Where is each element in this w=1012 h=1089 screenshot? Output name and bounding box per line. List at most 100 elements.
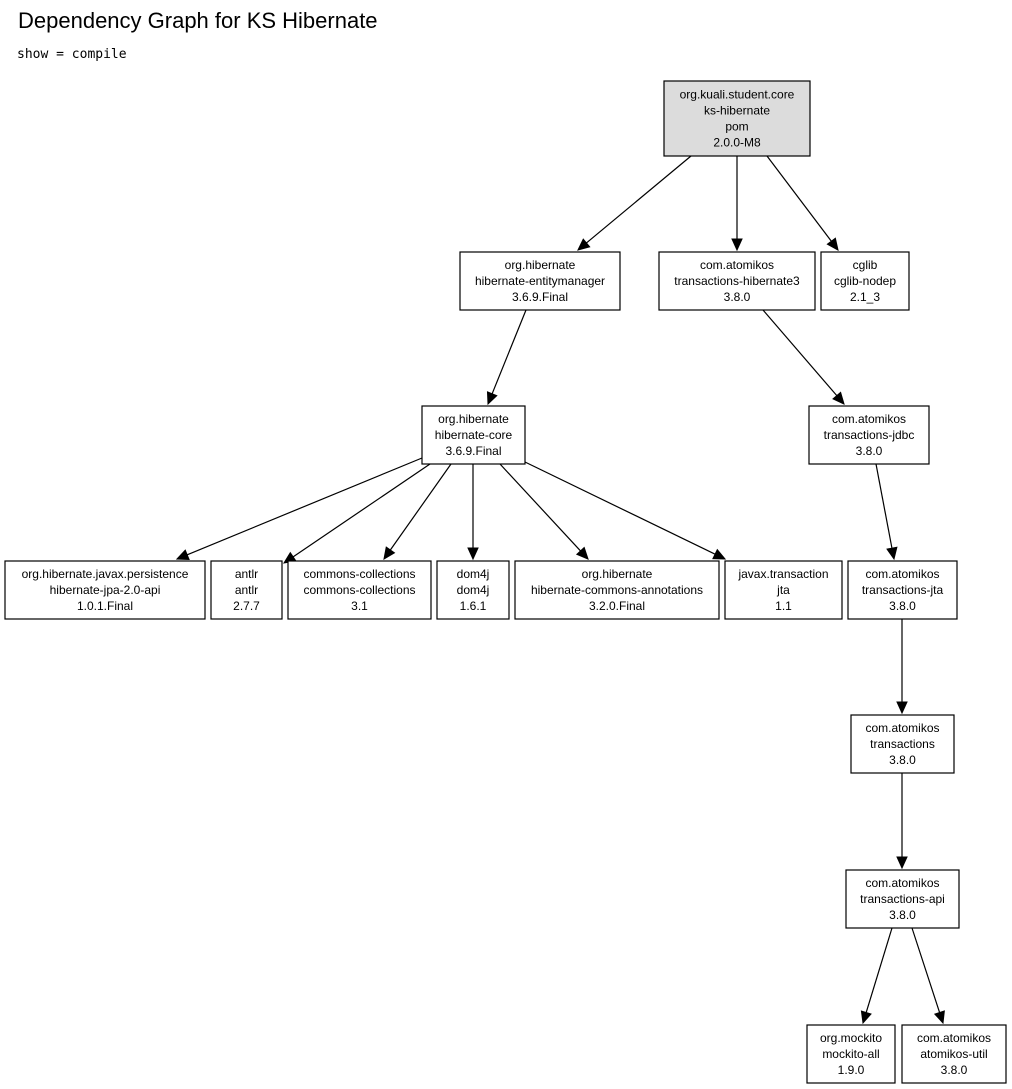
arrowhead-icon xyxy=(896,701,908,715)
edge-hcore-dom4j xyxy=(467,464,479,561)
node-label-line: 3.6.9.Final xyxy=(445,444,501,458)
node-box xyxy=(287,560,432,620)
edge-hcore-jpa xyxy=(175,457,423,560)
node-label-line: dom4j xyxy=(457,583,490,597)
node-box xyxy=(806,1024,896,1084)
node-label-line: commons-collections xyxy=(303,583,415,597)
arrowhead-icon xyxy=(933,1010,945,1025)
node-label-line: cglib xyxy=(853,258,878,272)
edge-line xyxy=(762,309,838,397)
arrowhead-icon xyxy=(467,547,479,561)
node-label-line: mockito-all xyxy=(822,1047,879,1061)
edge-line xyxy=(865,927,893,1013)
node-layer: org.kuali.student.coreks-hibernatepom2.0… xyxy=(4,80,1007,1084)
node-label-line: 3.8.0 xyxy=(724,290,751,304)
node-label-line: 2.0.0-M8 xyxy=(713,136,761,150)
edge-tjta-tx xyxy=(896,619,908,715)
edge-root-hem xyxy=(577,155,692,251)
node-box xyxy=(820,251,910,311)
edge-line xyxy=(499,463,581,552)
node-root: org.kuali.student.coreks-hibernatepom2.0… xyxy=(663,80,811,157)
node-label-line: com.atomikos xyxy=(700,258,774,272)
node-label-line: cglib-nodep xyxy=(834,274,896,288)
node-label-line: 3.8.0 xyxy=(856,444,883,458)
arrowhead-icon xyxy=(175,549,190,560)
arrowhead-icon xyxy=(731,238,743,252)
edge-tapi-mockito xyxy=(860,927,893,1025)
arrowhead-icon xyxy=(712,548,727,560)
node-label-line: atomikos-util xyxy=(920,1047,987,1061)
node-label-line: 1.1 xyxy=(775,599,792,613)
arrowhead-icon xyxy=(486,391,498,406)
node-cc: commons-collectionscommons-collections3.… xyxy=(287,560,432,620)
node-box xyxy=(658,251,816,311)
edge-tapi-autil xyxy=(911,927,945,1025)
arrowhead-icon xyxy=(860,1010,872,1025)
edge-hcore-antlr xyxy=(282,463,431,564)
node-mockito: org.mockito mockito-all 1.9.0 xyxy=(806,1024,896,1084)
node-box xyxy=(850,714,955,774)
node-label-line: transactions-api xyxy=(860,892,945,906)
node-label-line: transactions xyxy=(870,737,935,751)
node-label-line: hibernate-core xyxy=(435,428,513,442)
node-label-line: 3.8.0 xyxy=(889,908,916,922)
node-box xyxy=(808,405,930,465)
node-label-line: hibernate-commons-annotations xyxy=(531,583,703,597)
edge-line xyxy=(524,461,716,555)
node-label-line: 1.9.0 xyxy=(838,1063,865,1077)
node-box xyxy=(421,405,526,465)
node-label-line: com.atomikos xyxy=(832,412,906,426)
node-label-line: hibernate-entitymanager xyxy=(475,274,605,288)
node-label-line: 3.2.0.Final xyxy=(589,599,645,613)
page-title: Dependency Graph for KS Hibernate xyxy=(18,8,378,33)
edge-line xyxy=(911,927,941,1013)
arrowhead-icon xyxy=(383,546,396,560)
edge-tjdbc-tjta xyxy=(875,463,898,561)
node-label-line: 1.6.1 xyxy=(460,599,487,613)
node-label-line: com.atomikos xyxy=(865,876,939,890)
edge-line xyxy=(292,463,431,558)
arrowhead-icon xyxy=(575,546,589,560)
edge-line xyxy=(875,463,893,549)
arrowhead-icon xyxy=(577,238,591,251)
edge-line xyxy=(389,463,452,551)
node-label-line: 2.1_3 xyxy=(850,290,880,304)
edge-hem-hcore xyxy=(486,309,527,406)
node-label-line: pom xyxy=(725,120,748,134)
node-label-line: 1.0.1.Final xyxy=(77,599,133,613)
edge-layer xyxy=(175,155,945,1025)
node-box xyxy=(901,1024,1007,1084)
edge-line xyxy=(766,155,832,242)
edge-line xyxy=(491,309,527,395)
node-hca: org.hibernatehibernate-commons-annotatio… xyxy=(514,560,720,620)
node-label-line: transactions-jdbc xyxy=(824,428,915,442)
node-box xyxy=(4,560,206,620)
edge-th3-tjdbc xyxy=(762,309,845,405)
node-label-line: dom4j xyxy=(457,567,490,581)
node-label-line: commons-collections xyxy=(303,567,415,581)
node-label-line: 3.8.0 xyxy=(941,1063,968,1077)
arrowhead-icon xyxy=(832,391,845,405)
node-label-line: hibernate-jpa-2.0-api xyxy=(50,583,161,597)
node-hem: org.hibernatehibernate-entitymanager3.6.… xyxy=(459,251,621,311)
node-box xyxy=(663,80,811,157)
edge-hcore-cc xyxy=(383,463,452,560)
node-label-line: org.mockito xyxy=(820,1031,882,1045)
node-label-line: 3.8.0 xyxy=(889,599,916,613)
arrowhead-icon xyxy=(826,237,839,251)
node-label-line: org.kuali.student.core xyxy=(680,88,795,102)
node-label-line: antlr xyxy=(235,583,258,597)
node-label-line: com.atomikos xyxy=(865,567,939,581)
node-box xyxy=(459,251,621,311)
edge-root-th3 xyxy=(731,156,743,252)
node-box xyxy=(847,560,958,620)
node-cglib: cglib cglib-nodep 2.1_3 xyxy=(820,251,910,311)
node-box xyxy=(514,560,720,620)
node-box xyxy=(436,560,510,620)
node-dom4j: dom4j dom4j 1.6.1 xyxy=(436,560,510,620)
node-box xyxy=(724,560,843,620)
